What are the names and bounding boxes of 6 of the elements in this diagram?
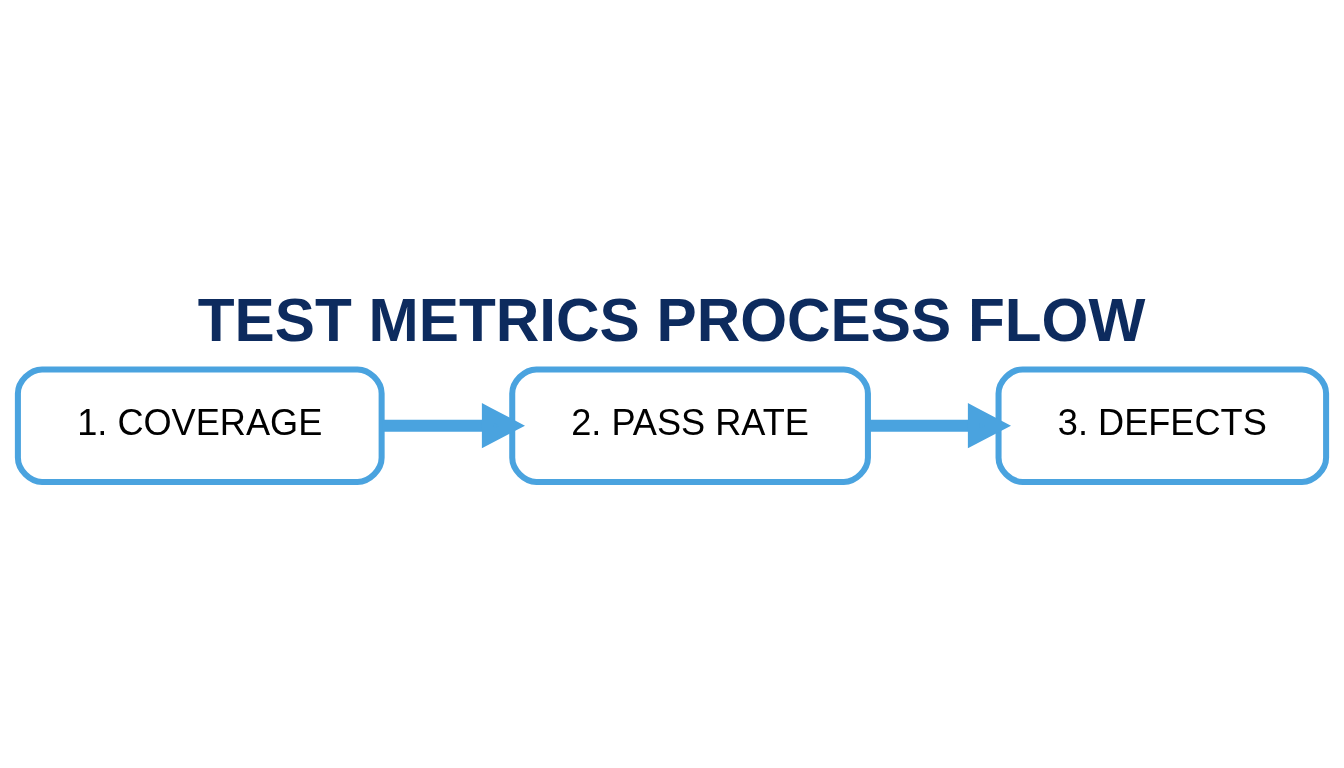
node-box: 3. DEFECTS	[995, 365, 1330, 485]
arrow	[382, 402, 525, 448]
node-box: 1. COVERAGE	[14, 365, 385, 485]
node-box: 2. PASS RATE	[509, 365, 871, 485]
arrow	[868, 402, 1011, 448]
diagram-title: TEST METRICS PROCESS FLOW	[197, 285, 1146, 354]
